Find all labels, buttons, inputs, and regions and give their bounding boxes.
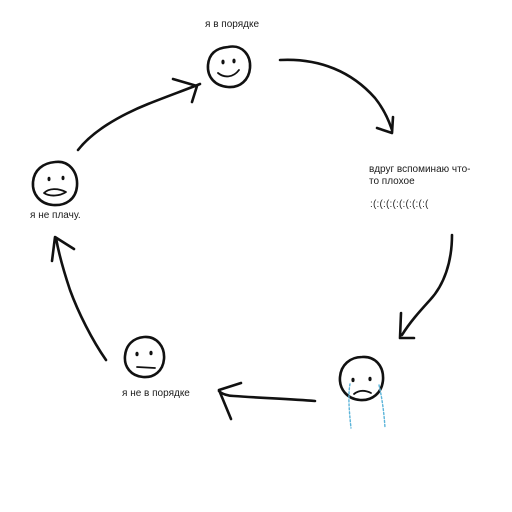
face-bottom-right-eye bbox=[149, 350, 153, 356]
caption-not-okay: я не в порядке bbox=[122, 388, 190, 399]
face-top-smiling bbox=[206, 45, 252, 89]
face-right-crying bbox=[338, 355, 386, 429]
face-top-right-eye bbox=[232, 58, 236, 64]
arrow-bottom-head bbox=[217, 381, 243, 421]
face-right-left-tear bbox=[348, 383, 352, 429]
caption-remember-bad: вдруг вспоминаю что- то плохое bbox=[369, 164, 470, 188]
face-bottom-neutral bbox=[123, 335, 166, 379]
face-top-left-eye bbox=[221, 59, 225, 65]
caption-not-crying: я не плачу. bbox=[30, 210, 81, 221]
arrow-crying-to-not-okay bbox=[217, 381, 317, 421]
face-left-outline bbox=[31, 160, 79, 207]
arrow-left-up-head bbox=[50, 235, 76, 263]
face-bottom-left-eye bbox=[135, 351, 139, 357]
face-top-outline bbox=[206, 45, 252, 89]
face-bottom-mouth bbox=[136, 366, 156, 369]
arrow-right-down-shaft bbox=[400, 233, 454, 337]
face-right-right-eye bbox=[368, 376, 372, 382]
arrow-left-to-top bbox=[76, 77, 202, 152]
arrow-left-up-right-shaft bbox=[76, 82, 202, 152]
arrow-bottom-to-left bbox=[50, 235, 108, 362]
face-left-left-eye bbox=[47, 176, 51, 182]
arrow-left-up-shaft bbox=[54, 236, 108, 362]
caption-sad-faces: :(:(:(:(:(:(:(:(:( bbox=[370, 199, 429, 210]
face-right-left-eye bbox=[351, 377, 355, 383]
caption-remember-bad-line2: то плохое bbox=[369, 176, 415, 187]
arrow-top-to-right bbox=[278, 58, 395, 135]
arrow-right-down-head bbox=[398, 311, 416, 340]
face-right-mouth bbox=[353, 389, 372, 395]
arrow-right-to-bottom-right bbox=[398, 233, 454, 340]
caption-remember-bad-line1: вдруг вспоминаю что- bbox=[369, 164, 471, 175]
caption-okay: я в порядке bbox=[205, 19, 260, 30]
arrow-left-up-right-head bbox=[171, 77, 199, 104]
face-top-mouth bbox=[217, 69, 240, 78]
arrow-top-to-right-shaft bbox=[278, 58, 394, 132]
arrow-bottom-shaft bbox=[217, 389, 317, 403]
face-right-right-tear bbox=[378, 384, 386, 429]
face-left-grimacing bbox=[31, 160, 79, 207]
face-left-mouth bbox=[43, 188, 67, 197]
arrow-top-to-right-head bbox=[375, 115, 395, 135]
face-bottom-outline bbox=[123, 335, 166, 379]
face-left-right-eye bbox=[61, 175, 65, 181]
face-right-outline bbox=[338, 355, 385, 402]
